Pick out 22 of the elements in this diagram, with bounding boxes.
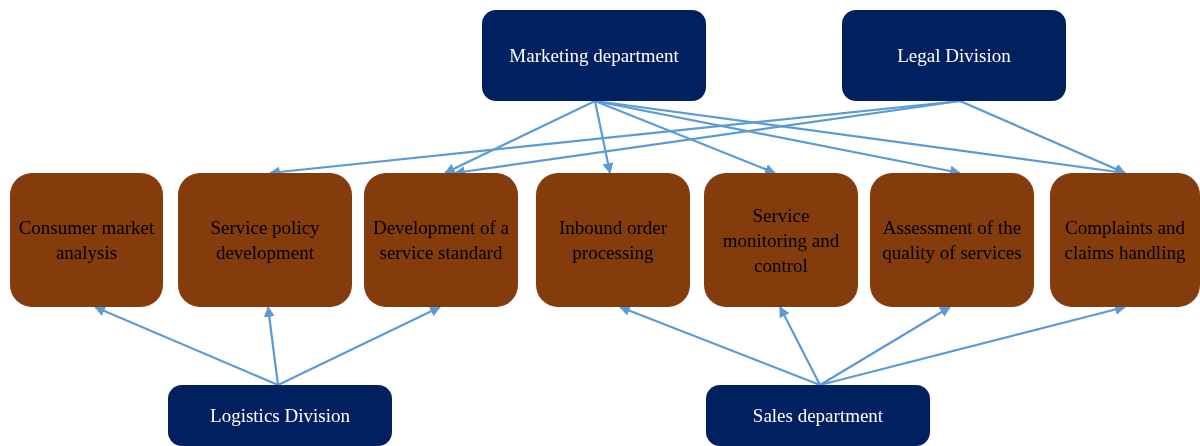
arrow (444, 100, 596, 174)
arrow (593, 100, 614, 175)
arrow (959, 100, 1126, 175)
arrow (263, 305, 280, 386)
department-box: Legal Division (842, 10, 1066, 101)
department-box: Sales department (706, 385, 930, 446)
department-box: Logistics Division (168, 385, 392, 446)
arrow (819, 304, 1127, 387)
function-box: Service monitoring and control (704, 173, 858, 307)
arrow (594, 99, 776, 175)
arrow (94, 305, 279, 386)
function-box: Development of a service standard (364, 173, 518, 307)
function-box: Complaints and claims handling (1050, 173, 1200, 307)
arrow (277, 306, 441, 386)
function-box: Consumer market analysis (10, 173, 163, 307)
department-box: Marketing department (482, 10, 706, 101)
function-box: Assessment of the quality of services (870, 173, 1034, 307)
arrow (779, 306, 821, 386)
function-box: Service policy development (178, 173, 352, 307)
arrow (619, 305, 821, 387)
arrow (819, 306, 951, 386)
function-box: Inbound order processing (536, 173, 690, 307)
